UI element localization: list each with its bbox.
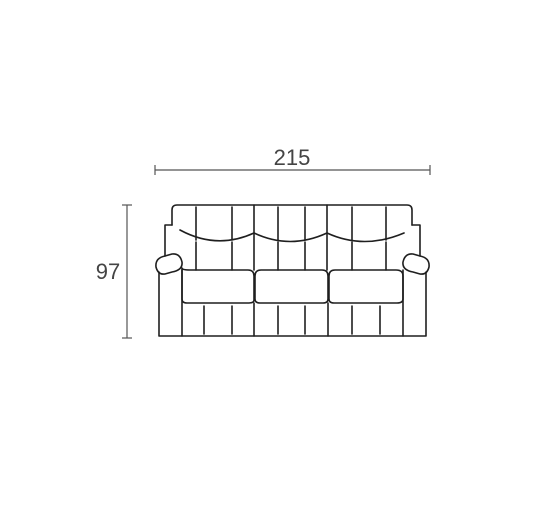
left-armrest-body: [158, 269, 183, 337]
seat-cushion-right: [328, 269, 404, 304]
right-armrest-top: [402, 253, 430, 275]
sofa-back-post-right: [411, 224, 421, 257]
back-cushion-seam: [179, 229, 405, 243]
height-dimension: [122, 204, 132, 339]
width-label: 215: [274, 145, 311, 170]
sofa-back-frame: [171, 204, 413, 226]
right-armrest-body: [402, 269, 427, 337]
seat-cushion-middle: [254, 269, 329, 304]
height-label: 97: [96, 259, 120, 284]
width-dimension: [154, 165, 431, 175]
sofa-back-post-left: [164, 224, 173, 257]
sofa-outline: [155, 204, 430, 337]
left-armrest-top: [155, 253, 183, 275]
seat-cushion-left: [181, 267, 255, 304]
